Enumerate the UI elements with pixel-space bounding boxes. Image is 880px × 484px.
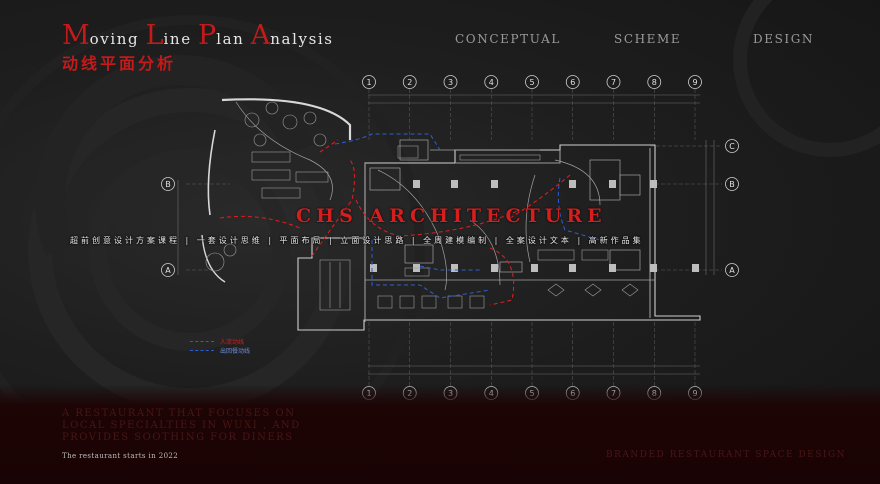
title-rest-2: ine: [163, 30, 199, 48]
watermark-brand: CHS ARCHITECTURE: [296, 205, 607, 227]
axis-left-A-label: A: [165, 266, 171, 275]
axis-left-B: B: [161, 177, 175, 191]
axis-top-8-label: 8: [652, 78, 657, 87]
axis-top-4: 4: [484, 75, 499, 89]
axis-top-8: 8: [647, 75, 662, 89]
axis-top-6: 6: [565, 75, 580, 89]
furniture: [205, 101, 639, 311]
footer-band: [0, 384, 880, 484]
axis-top-3-label: 3: [448, 78, 453, 87]
axis-top-1-label: 1: [366, 78, 371, 87]
footer-brand-label: BRANDED RESTAURANT SPACE DESIGN: [606, 450, 847, 460]
service-flow-lines: [334, 133, 601, 299]
axis-top-1: 1: [362, 75, 376, 89]
right-axis-lines: [186, 145, 722, 271]
nav-design[interactable]: DESIGN: [753, 32, 815, 46]
axis-top-6-label: 6: [570, 78, 575, 87]
top-dimension-line: [368, 94, 700, 375]
page-title: Moving Line Plan Analysis: [62, 20, 334, 51]
title-cap-3: P: [198, 20, 217, 51]
axis-top-2: 2: [402, 75, 417, 89]
legend-label-people-flow: 人流动线: [220, 339, 245, 346]
axis-top-2-label: 2: [407, 78, 412, 87]
grid-axes-bottom: [368, 322, 696, 386]
title-rest-4: nalysis: [270, 30, 334, 48]
axis-top-5: 5: [525, 75, 539, 89]
legend-label-service-flow: 出回餐动线: [220, 348, 251, 355]
title-rest-3: lan: [216, 30, 251, 48]
axis-right-A-label: A: [729, 266, 735, 275]
axis-top-3: 3: [443, 75, 458, 89]
legend-service-flow: 出回餐动线: [190, 346, 250, 355]
grid-axes-top: [368, 89, 696, 140]
footer-tagline: A RESTAURANT THAT FOCUSES ON LOCAL SPECI…: [62, 408, 301, 443]
axis-top-5-label: 5: [529, 78, 534, 87]
legend-red-swatch: [190, 341, 214, 342]
axis-right-B-label: B: [729, 180, 735, 189]
legend-people-flow: 人流动线: [190, 337, 244, 346]
axis-top-4-label: 4: [489, 78, 494, 87]
axis-right-B: B: [725, 177, 739, 191]
axis-top-9: 9: [688, 75, 702, 89]
axis-right-A: A: [725, 263, 739, 277]
watermark-course-list: 超前创意设计方案课程 | 一套设计思维 | 平面布局 | 立面设计思路 | 全周…: [70, 236, 644, 245]
title-cap-4: A: [250, 20, 271, 51]
axis-left-B-label: B: [165, 180, 171, 189]
axis-left-A: A: [161, 263, 175, 277]
axis-top-7-label: 7: [611, 78, 616, 87]
axis-top-9-label: 9: [692, 78, 697, 87]
legend-blue-swatch: [190, 350, 214, 351]
nav-conceptual[interactable]: CONCEPTUAL: [455, 32, 561, 46]
columns: [370, 180, 699, 272]
axis-top-7: 7: [606, 75, 621, 89]
footer-start-year: The restaurant starts in 2022: [62, 452, 179, 460]
axis-right-C: C: [725, 139, 739, 153]
title-cap-1: M: [62, 20, 90, 51]
building-outline: [201, 98, 701, 331]
people-flow-lines: [219, 139, 571, 306]
title-cap-2: L: [145, 20, 164, 51]
interior-walls: [235, 101, 655, 291]
axis-right-C-label: C: [729, 142, 735, 151]
right-dimension-ticks: [177, 140, 715, 275]
nav-scheme[interactable]: SCHEME: [614, 32, 682, 46]
title-rest-1: oving: [89, 30, 146, 48]
page-subtitle-cn: 动线平面分析: [62, 54, 177, 73]
